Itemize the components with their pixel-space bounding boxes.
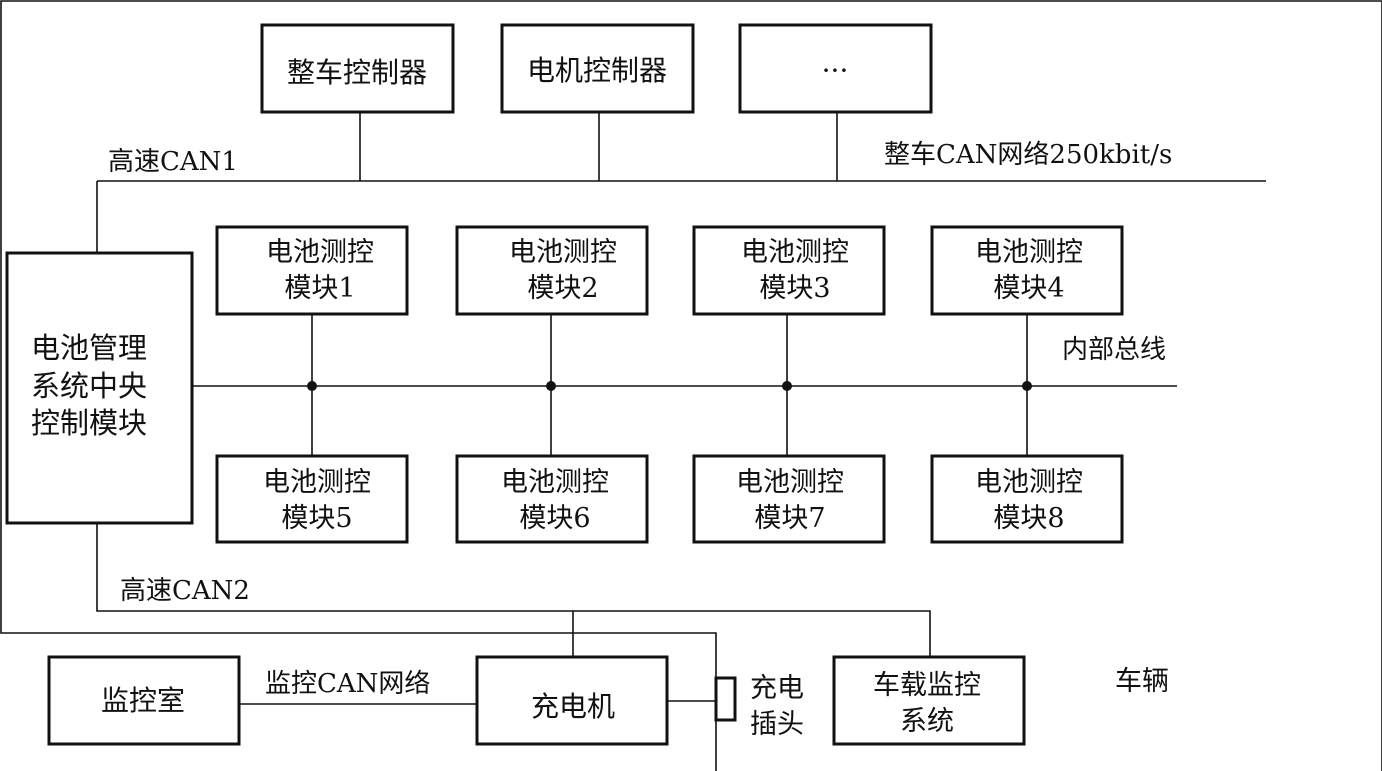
- charger-label: 充电机: [531, 690, 615, 723]
- battery-module-8-line1: 电池测控: [975, 467, 1083, 498]
- can1-label: 高速CAN1: [108, 147, 238, 177]
- battery-module-6-line2: 模块6: [519, 503, 590, 534]
- vcu-label: 整车控制器: [287, 56, 427, 89]
- junction-dot: [307, 381, 317, 391]
- monitor-room-box: [47, 655, 241, 746]
- onboard-monitor-line2: 系统: [900, 706, 954, 737]
- battery-module-2-line1: 电池测控: [509, 237, 617, 268]
- bms-central-line2: 系统中央: [31, 369, 147, 403]
- battery-module-4-box: [930, 225, 1124, 316]
- battery-module-3-box: [692, 225, 886, 316]
- other-controller-box: [738, 23, 933, 114]
- battery-module-8-box: [930, 454, 1124, 544]
- battery-module-2-line2: 模块2: [527, 273, 598, 304]
- battery-module-4-line1: 电池测控: [975, 237, 1083, 268]
- battery-module-7-line2: 模块7: [754, 503, 825, 534]
- other-controller-label: ···: [822, 54, 849, 87]
- motor-controller-label: 电机控制器: [527, 54, 667, 87]
- battery-module-4-line2: 模块4: [993, 273, 1064, 304]
- vcu-box: [260, 23, 455, 114]
- vehicle-label: 车辆: [1115, 666, 1169, 697]
- can2-bus: [96, 523, 931, 657]
- battery-module-6-box: [455, 454, 649, 544]
- battery-module-3-line2: 模块3: [759, 273, 830, 304]
- junction-dot: [1022, 381, 1032, 391]
- battery-module-6-line1: 电池测控: [501, 467, 609, 498]
- battery-module-1-line1: 电池测控: [266, 237, 374, 268]
- battery-module-5-box: [215, 454, 409, 544]
- onboard-monitor-box: [832, 655, 1026, 746]
- bms-central-line3: 控制模块: [31, 406, 147, 440]
- battery-module-5-line1: 电池测控: [263, 467, 371, 498]
- bms-central-box: [5, 251, 194, 525]
- internal-bus-label: 内部总线: [1062, 335, 1166, 365]
- charger-box: [475, 655, 669, 746]
- onboard-monitor-line1: 车载监控: [873, 670, 981, 701]
- charging-plug-label-line2: 插头: [750, 709, 804, 740]
- battery-module-3-line1: 电池测控: [741, 237, 849, 268]
- battery-module-8-line2: 模块8: [993, 503, 1064, 534]
- battery-module-1-line2: 模块1: [284, 273, 355, 304]
- bms-central-line1: 电池管理: [31, 331, 147, 365]
- motor-controller-box: [500, 23, 695, 114]
- can2-label: 高速CAN2: [120, 576, 250, 606]
- charging-plug-label-line1: 充电: [750, 673, 804, 704]
- junction-dot: [546, 381, 556, 391]
- monitor-room-label: 监控室: [101, 684, 185, 717]
- charging-plug-icon: [714, 676, 737, 722]
- battery-module-2-box: [455, 225, 649, 316]
- battery-module-5-line2: 模块5: [281, 503, 352, 534]
- battery-module-7-box: [692, 454, 886, 544]
- battery-module-7-line1: 电池测控: [736, 467, 844, 498]
- monitor-can-label: 监控CAN网络: [265, 669, 430, 699]
- vehicle-can-label: 整车CAN网络250kbit/s: [884, 140, 1172, 170]
- junction-dot: [782, 381, 792, 391]
- battery-module-1-box: [215, 225, 409, 316]
